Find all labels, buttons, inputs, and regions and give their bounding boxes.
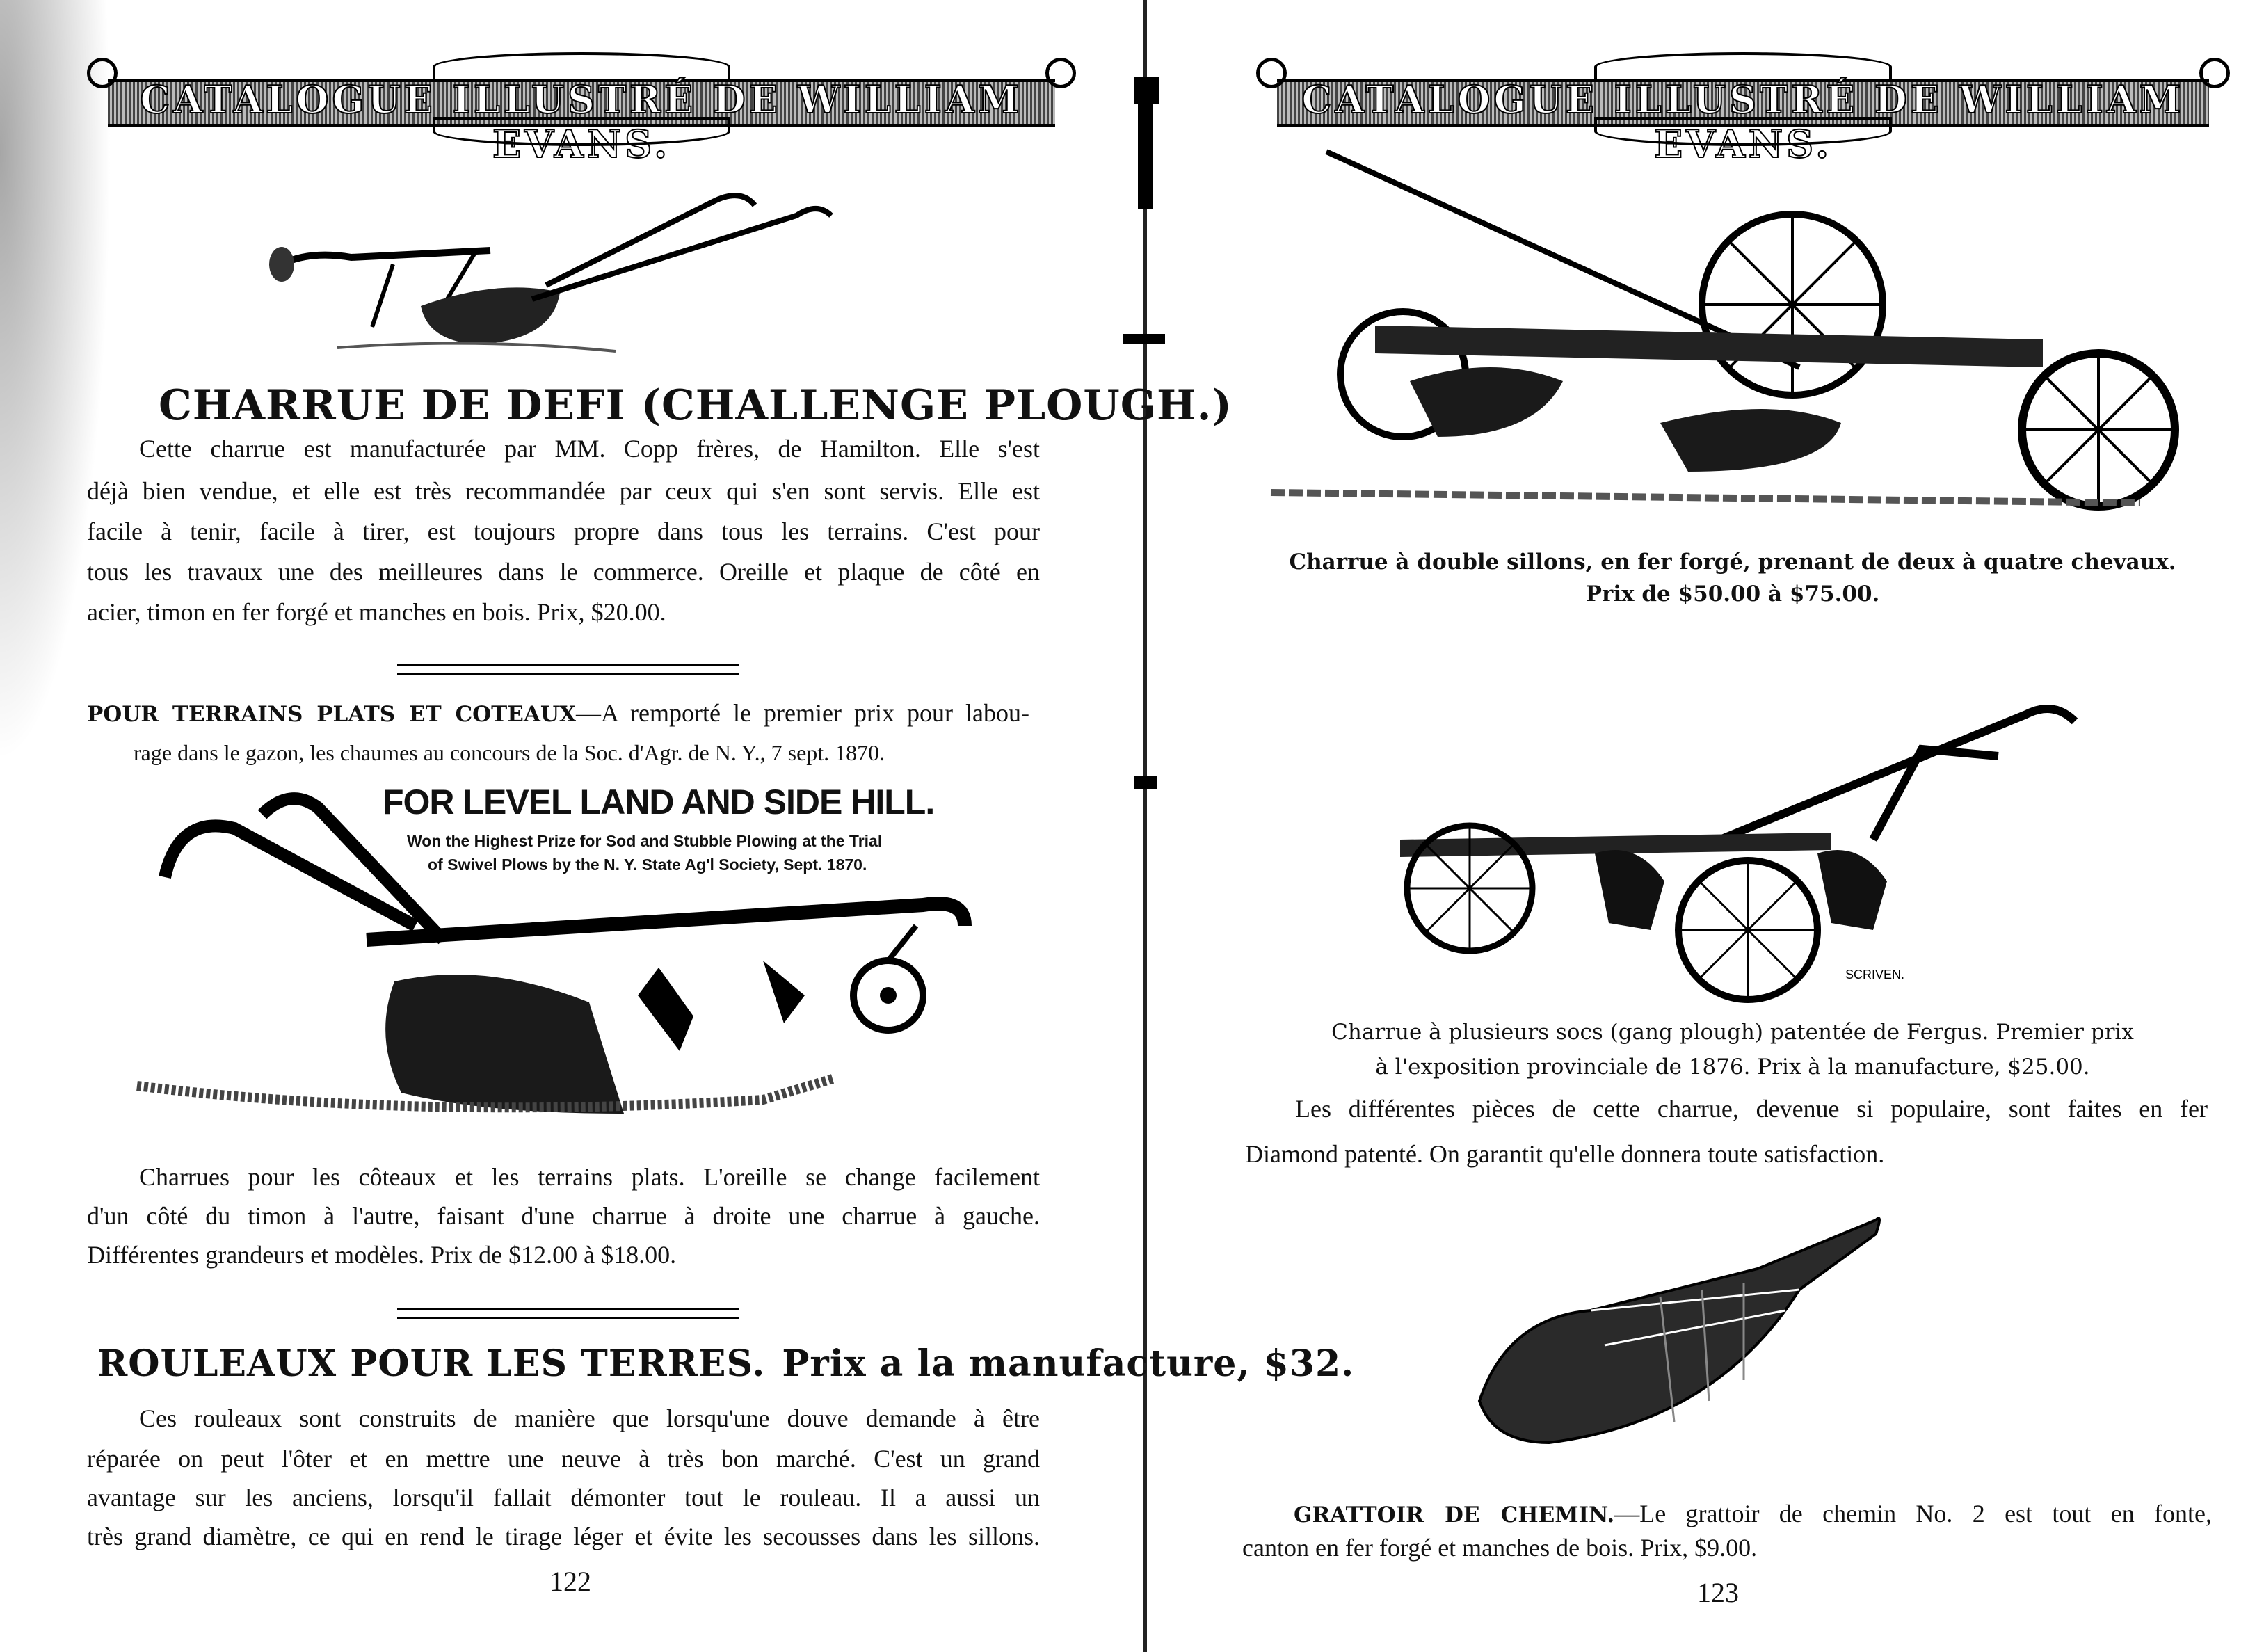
scraper-heading-line: GRATTOIR DE CHEMIN.—Le grattoir de chemi… xyxy=(1294,1498,2212,1530)
text-line: Différentes grandeurs et modèles. Prix d… xyxy=(87,1241,677,1269)
spine-blot xyxy=(1134,77,1159,104)
double-furrow-caption: Charrue à double sillons, en fer forgé, … xyxy=(1289,550,2176,575)
text-line: très grand diamètre, ce qui en rend le t… xyxy=(87,1523,1040,1550)
section-divider xyxy=(397,664,739,675)
scraper-heading: GRATTOIR DE CHEMIN. xyxy=(1294,1502,1615,1527)
section-divider xyxy=(397,1308,739,1319)
text-line: Diamond patenté. On garantit qu'elle don… xyxy=(1245,1140,1885,1168)
page-number: 123 xyxy=(1697,1577,1739,1608)
text-line: Cette charrue est manufacturée par MM. C… xyxy=(139,435,1040,463)
swivel-plough-illustration xyxy=(136,792,972,1114)
rollers-title-line: ROULEAUX POUR LES TERRES. Prix a la manu… xyxy=(97,1342,1354,1385)
spine-blot xyxy=(1134,776,1157,789)
text-line: d'un côté du timon à l'autre, faisant d'… xyxy=(87,1202,1040,1230)
ad-subtitle: Won the Highest Prize for Sod and Stubbl… xyxy=(407,832,883,850)
rollers-price: Prix a la manufacture, $32. xyxy=(782,1342,1355,1385)
challenge-plough-title: CHARRUE DE DEFI (CHALLENGE PLOUGH.) xyxy=(159,381,1233,430)
text-line: Les différentes pièces de cette charrue,… xyxy=(1295,1095,2208,1123)
catalogue-header-banner: Catalogue Illustré de William Evans. xyxy=(87,51,1076,167)
level-land-heading-line: POUR TERRAINS PLATS ET COTEAUX—A remport… xyxy=(87,698,1029,730)
scroll-ornament xyxy=(1045,58,1076,88)
gang-plough-caption: à l'exposition provinciale de 1876. Prix… xyxy=(1375,1054,2090,1080)
scan-smudge xyxy=(0,0,111,765)
challenge-plough-illustration xyxy=(269,193,833,353)
book-spine xyxy=(1143,0,1147,1652)
scroll-ornament xyxy=(2199,58,2230,88)
text-line: réparée on peut l'ôter et en mettre une … xyxy=(87,1445,1040,1473)
gang-plough-caption: Charrue à plusieurs socs (gang plough) p… xyxy=(1331,1020,2134,1045)
double-furrow-price: Prix de $50.00 à $75.00. xyxy=(1585,582,1880,607)
text-line: Ces rouleaux sont construits de manière … xyxy=(139,1404,1040,1432)
ad-subtitle: of Swivel Plows by the N. Y. State Ag'l … xyxy=(428,856,867,874)
catalogue-header-banner: Catalogue Illustré de William Evans. xyxy=(1256,51,2230,167)
banner-ornament xyxy=(1594,117,1892,146)
scraper-heading-rest: —Le grattoir de chemin No. 2 est tout en… xyxy=(1614,1500,2213,1527)
text-line: canton en fer forgé et manches de bois. … xyxy=(1242,1534,1758,1562)
page-number: 122 xyxy=(549,1566,591,1597)
spine-blot xyxy=(1138,104,1153,209)
spine-blot xyxy=(1123,334,1165,344)
text-line: acier, timon en fer forgé et manches en … xyxy=(87,598,666,626)
text-line: avantage sur les anciens, lorsqu'il fall… xyxy=(87,1484,1040,1511)
gang-plough-illustration: SCRIVEN. xyxy=(1400,705,2078,1003)
ad-title: FOR LEVEL LAND AND SIDE HILL. xyxy=(383,783,935,821)
banner-ornament xyxy=(433,117,730,146)
level-land-heading: POUR TERRAINS PLATS ET COTEAUX xyxy=(87,702,577,727)
text-line: déjà bien vendue, et elle est très recom… xyxy=(87,477,1040,505)
scroll-ornament xyxy=(87,58,118,88)
text-line: rage dans le gazon, les chaumes au conco… xyxy=(134,740,885,765)
text-line: facile à tenir, facile à tirer, est touj… xyxy=(87,518,1040,545)
road-scraper-illustration xyxy=(1477,1217,1881,1445)
double-furrow-plough-illustration xyxy=(1270,149,2179,511)
engraver-signature: SCRIVEN. xyxy=(1845,968,1904,981)
text-line: Charrues pour les côteaux et les terrain… xyxy=(139,1163,1040,1191)
text-line: tous les travaux une des meilleures dans… xyxy=(87,558,1040,586)
scroll-ornament xyxy=(1256,58,1287,88)
rollers-title: ROULEAUX POUR LES TERRES. xyxy=(97,1342,766,1385)
level-land-heading-rest: —A remporté le premier prix pour labou- xyxy=(576,699,1029,727)
